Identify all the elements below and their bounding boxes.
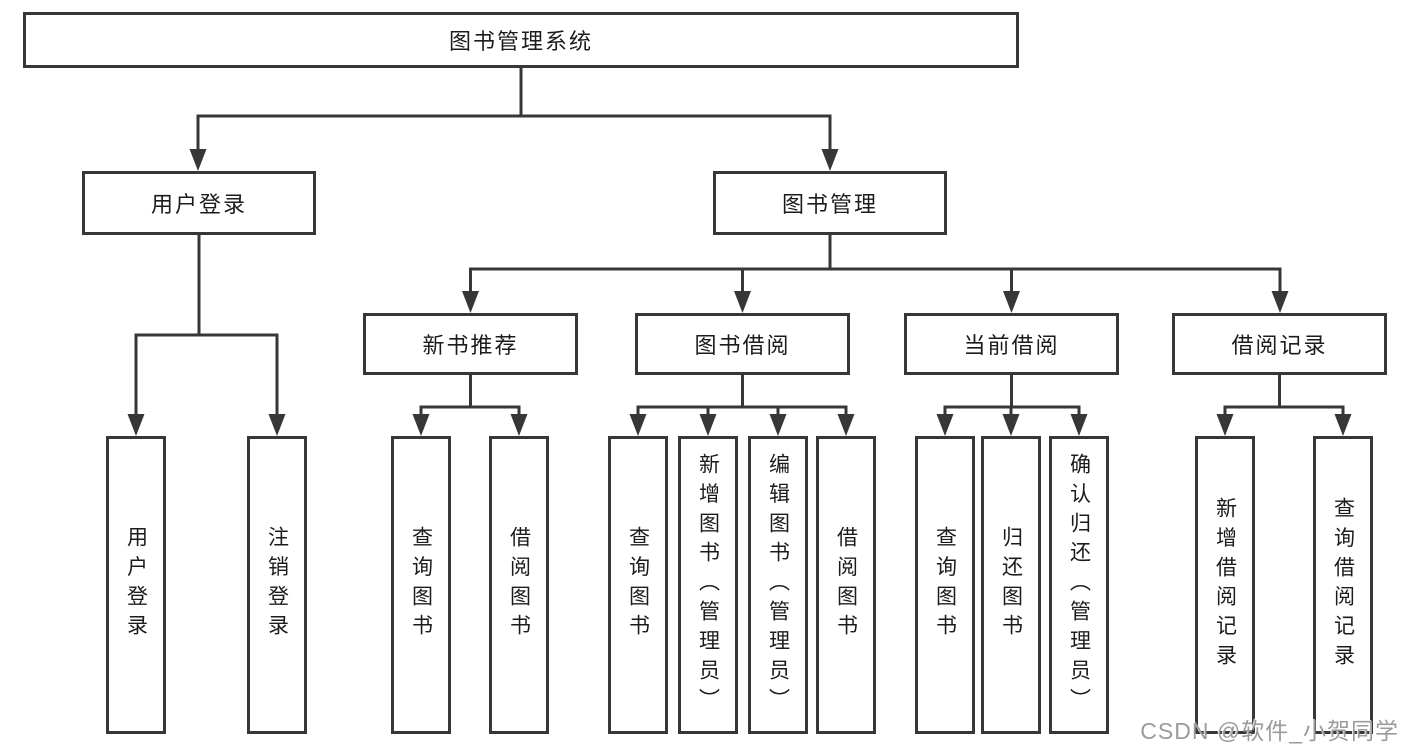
arrowheads [127,149,1352,436]
leaf-label: 新增借阅记录 [1213,496,1237,674]
leaf-user-login: 用户登录 [106,436,166,734]
leaf-borrow-books-recommend: 借阅图书 [489,436,549,734]
leaf-return-books: 归还图书 [981,436,1041,734]
leaf-add-borrow-record: 新增借阅记录 [1195,436,1255,734]
leaf-label: 确认归还（管理员） [1067,452,1091,718]
leaf-label: 查询图书 [933,526,957,644]
leaf-borrow-books: 借阅图书 [816,436,876,734]
leaf-label: 归还图书 [999,526,1023,644]
leaf-label: 新增图书（管理员） [696,452,720,718]
node-book-borrow: 图书借阅 [635,313,850,375]
leaf-label: 注销登录 [265,526,289,644]
node-user-login-branch: 用户登录 [82,171,316,235]
leaf-confirm-return-admin: 确认归还（管理员） [1049,436,1109,734]
leaf-label: 用户登录 [124,526,148,644]
leaf-label: 借阅图书 [834,526,858,644]
node-new-book-recommend: 新书推荐 [363,313,578,375]
leaf-query-borrow-record: 查询借阅记录 [1313,436,1373,734]
node-root: 图书管理系统 [23,12,1019,68]
node-borrow-records: 借阅记录 [1172,313,1387,375]
leaf-edit-book-admin: 编辑图书（管理员） [748,436,808,734]
leaf-label: 查询图书 [626,526,650,644]
node-current-borrow: 当前借阅 [904,313,1119,375]
leaf-query-books-current: 查询图书 [915,436,975,734]
csdn-watermark: CSDN @软件_小贺同学 [1140,718,1399,744]
leaf-label: 借阅图书 [507,526,531,644]
node-book-management: 图书管理 [713,171,947,235]
leaf-query-books-borrow: 查询图书 [608,436,668,734]
leaf-label: 编辑图书（管理员） [766,452,790,718]
leaf-query-books-recommend: 查询图书 [391,436,451,734]
leaf-logout: 注销登录 [247,436,307,734]
leaf-add-book-admin: 新增图书（管理员） [678,436,738,734]
leaf-label: 查询借阅记录 [1331,496,1355,674]
leaf-label: 查询图书 [409,526,433,644]
